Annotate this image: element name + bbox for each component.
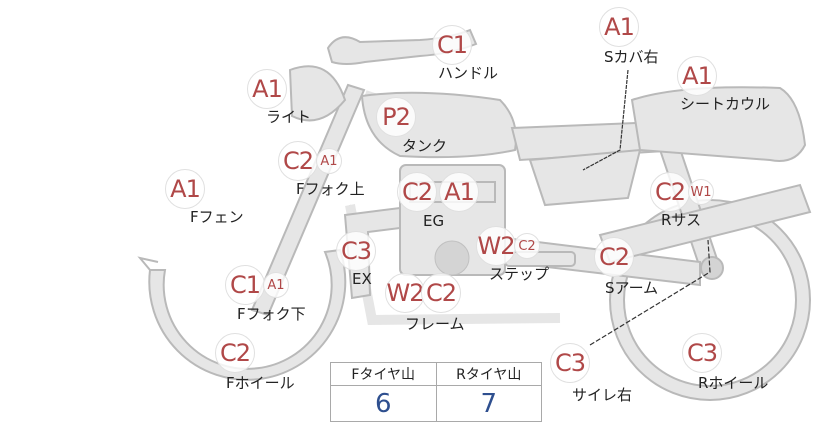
- label-side-cover-r: Sカバ右: [604, 48, 659, 66]
- front-tread-value: 6: [330, 385, 437, 422]
- grade-badge: A1: [165, 169, 205, 209]
- grade-badge-small: A1: [316, 148, 342, 174]
- label-r-wheel: Rホイール: [698, 374, 769, 392]
- marker-seat-cowl: A1: [677, 56, 717, 96]
- label-light: ライト: [266, 108, 312, 126]
- tread-value-row: 6 7: [330, 385, 542, 422]
- tread-header-row: Fタイヤ山 Rタイヤ山: [330, 362, 542, 386]
- grade-badge: C2: [650, 172, 690, 212]
- marker-fork-upper: C2 A1: [278, 141, 342, 181]
- label-f-wheel: Fホイール: [226, 374, 295, 392]
- marker-swing-arm: C2: [594, 237, 634, 277]
- marker-fork-lower: C1 A1: [225, 265, 289, 305]
- label-frame: フレーム: [405, 315, 465, 333]
- marker-side-cover-r: A1: [599, 7, 639, 47]
- marker-exhaust: C3: [336, 231, 376, 271]
- grade-badge: C3: [550, 343, 590, 383]
- grade-badge: W2: [385, 273, 425, 313]
- grade-badge: C3: [336, 231, 376, 271]
- label-swing-arm: Sアーム: [605, 279, 659, 297]
- seat-cowl-shape: [630, 86, 807, 162]
- marker-f-wheel: C2: [215, 333, 255, 373]
- label-silencer-r: サイレ右: [572, 386, 633, 404]
- engine-cover: [434, 240, 470, 276]
- label-handle: ハンドル: [438, 64, 499, 82]
- grade-badge: W2: [476, 226, 516, 266]
- marker-tank: P2: [376, 97, 416, 137]
- rear-tread-header: Rタイヤ山: [435, 362, 542, 386]
- grade-badge: A1: [247, 69, 287, 109]
- marker-light: A1: [247, 69, 287, 109]
- label-exhaust: EX: [352, 270, 372, 288]
- label-tank: タンク: [402, 137, 448, 155]
- exhaust-shape: [343, 206, 401, 300]
- grade-badge: P2: [376, 97, 416, 137]
- grade-badge: C2: [215, 333, 255, 373]
- grade-badge-small: A1: [263, 272, 289, 298]
- front-wheel-tread: [137, 256, 159, 271]
- grade-badge: C2: [421, 273, 461, 313]
- grade-badge: C2: [397, 172, 437, 212]
- label-fork-upper: Fフォク上: [296, 180, 365, 198]
- marker-handle: C1: [432, 25, 472, 65]
- grade-badge: C1: [225, 265, 265, 305]
- marker-silencer-r: C3: [550, 343, 590, 383]
- side-cover-leader: [582, 69, 629, 171]
- label-engine: EG: [423, 212, 445, 230]
- grade-badge-small: C2: [514, 233, 540, 259]
- marker-r-sus: C2 W1: [650, 172, 714, 212]
- label-step: ステップ: [489, 265, 550, 283]
- silencer-leader: [589, 239, 711, 346]
- front-fork-shape: [250, 83, 366, 317]
- label-fork-lower: Fフォク下: [237, 305, 306, 323]
- grade-badge: A1: [677, 56, 717, 96]
- label-r-sus: Rサス: [661, 211, 702, 229]
- headlight-shape: [288, 65, 347, 122]
- grade-badge: A1: [599, 7, 639, 47]
- marker-engine: C2 A1: [397, 172, 479, 212]
- grade-badge: C1: [432, 25, 472, 65]
- tire-tread-table: Fタイヤ山 Rタイヤ山 6 7: [330, 362, 542, 422]
- front-tread-header: Fタイヤ山: [330, 362, 437, 386]
- rear-tread-value: 7: [435, 385, 542, 422]
- grade-badge: C2: [278, 141, 318, 181]
- grade-badge-small: W1: [688, 179, 714, 205]
- marker-r-wheel: C3: [682, 333, 722, 373]
- label-seat-cowl: シートカウル: [680, 95, 771, 113]
- side-cover-shape: [528, 148, 642, 207]
- marker-f-fender: A1: [165, 169, 205, 209]
- grade-badge: C2: [594, 237, 634, 277]
- marker-frame: W2 C2: [385, 273, 461, 313]
- grade-badge: A1: [439, 172, 479, 212]
- label-f-fender: Fフェン: [190, 208, 244, 226]
- grade-badge: C3: [682, 333, 722, 373]
- marker-step: W2 C2: [476, 226, 540, 266]
